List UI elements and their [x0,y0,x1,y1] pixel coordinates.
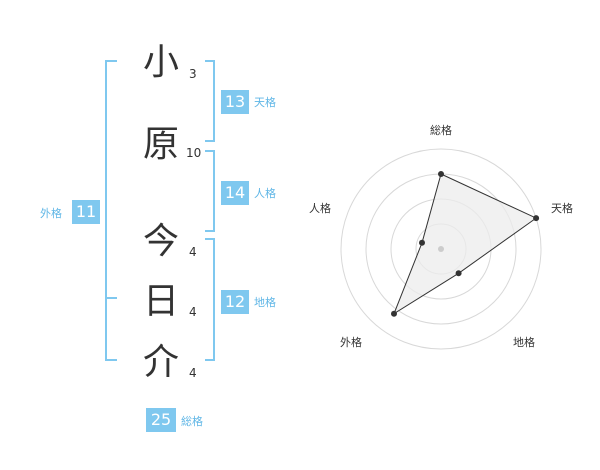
radar-series-polygon [392,173,538,315]
soukaku-label: 総格 [181,415,203,428]
radar-label-tenkaku: 天格 [551,201,573,215]
radar-point-3 [455,270,462,277]
tenkaku-label: 天格 [254,96,276,109]
name-char-2: 原 [142,124,179,165]
name-char-4: 日 [142,281,179,322]
tenkaku-bracket [205,60,215,142]
gaikaku-bracket-divider [105,297,117,299]
jinkaku-bracket [205,150,215,232]
radar-label-soukaku: 総格 [430,123,452,137]
radar-center-dot [438,246,444,252]
name-char-3: 今 [142,221,179,262]
radar-label-jinkaku: 人格 [309,201,331,215]
stroke-count-3: 4 [189,245,197,259]
gaikaku-bracket [105,60,117,361]
jinkaku-badge: 14 [221,181,249,205]
stroke-count-1: 3 [189,67,197,81]
chikaku-bracket [205,238,215,361]
chikaku-label: 地格 [254,296,276,309]
radar-point-4 [391,310,397,317]
name-char-1: 小 [142,42,179,83]
name-char-5: 介 [142,342,179,383]
radar-point-2 [533,215,540,222]
stroke-count-4: 4 [189,305,197,319]
jinkaku-label: 人格 [254,187,276,200]
radar-point-5 [419,239,425,246]
chikaku-badge: 12 [221,290,249,314]
radar-points [391,171,540,317]
radar-label-gaikaku: 外格 [340,335,362,349]
stroke-count-5: 4 [189,366,197,380]
soukaku-badge: 25 [146,408,176,432]
stroke-count-2: 10 [186,146,202,160]
gaikaku-badge: 11 [72,200,100,224]
radar-point-1 [438,171,444,177]
gaikaku-label: 外格 [40,207,62,220]
radar-ring [340,148,542,350]
radar-label-chikaku: 地格 [513,335,535,349]
tenkaku-badge: 13 [221,90,249,114]
